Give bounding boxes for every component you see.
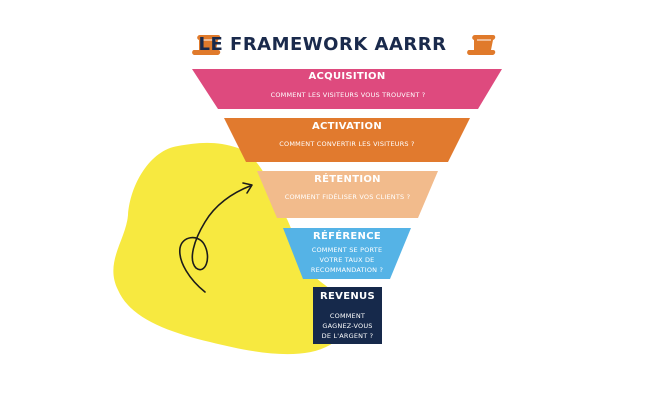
level-question-reference: COMMENT SE PORTE VOTRE TAUX DE RECOMMAND… xyxy=(310,246,384,274)
scroll-icon xyxy=(192,35,221,55)
funnel-level-retention xyxy=(257,171,438,218)
funnel-level-reference xyxy=(283,228,411,279)
level-question-activation: COMMENT CONVERTIR LES VISITEURS ? xyxy=(279,140,415,148)
level-name-retention: RÉTENTION xyxy=(314,174,381,185)
level-name-acquisition: ACQUISITION xyxy=(308,71,386,82)
level-name-reference: RÉFÉRENCE xyxy=(313,231,381,242)
level-name-revenus: REVENUS xyxy=(320,291,375,302)
funnel-level-activation xyxy=(224,118,470,162)
funnel-level-acquisition xyxy=(192,69,502,109)
level-question-acquisition: COMMENT LES VISITEURS VOUS TROUVENT ? xyxy=(270,91,426,99)
scroll-icon xyxy=(467,35,496,55)
funnel-level-revenus xyxy=(313,287,382,344)
level-question-revenus: COMMENT GAGNEZ-VOUS DE L'ARGENT ? xyxy=(321,312,374,340)
level-question-retention: COMMENT FIDÉLISER VOS CLIENTS ? xyxy=(284,193,411,201)
page-title: LE FRAMEWORK AARRR xyxy=(198,34,447,55)
yellow-blob-shape xyxy=(113,142,345,355)
level-name-activation: ACTIVATION xyxy=(311,121,383,132)
